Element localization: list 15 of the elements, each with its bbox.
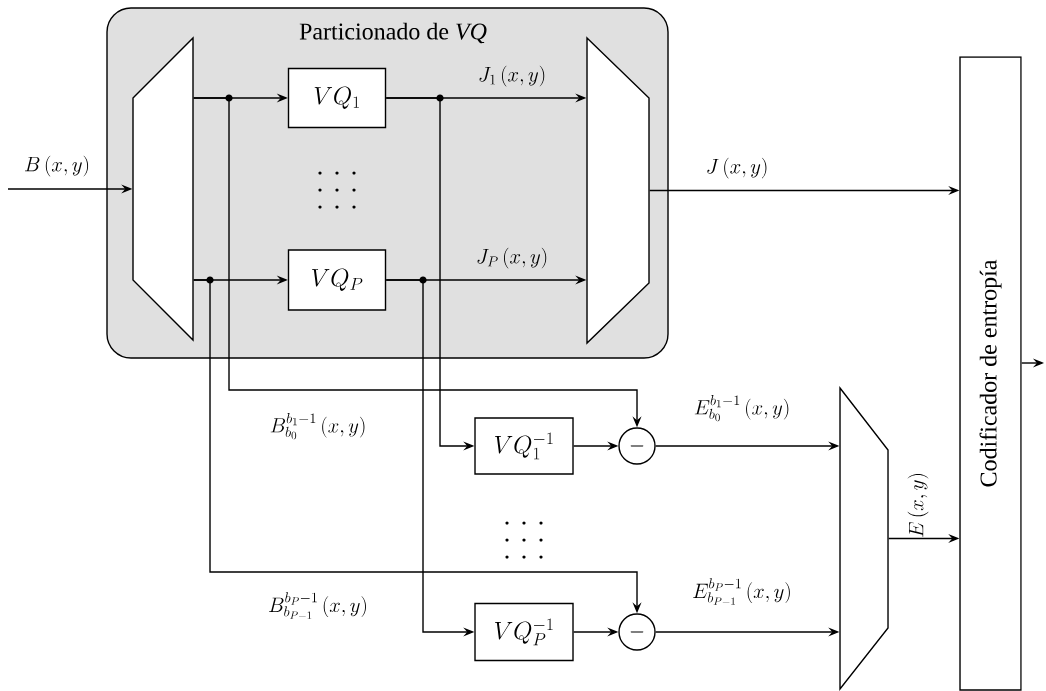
edge-label: $E_{b_{P-1}}^{b_P-1}\left(x,y\right)$ bbox=[693, 578, 790, 605]
dequantizer-box: $VQ_1^{-1}$ bbox=[474, 417, 574, 475]
edge-label: $B\left(x,y\right)$ bbox=[25, 155, 89, 177]
dequantizer-box: $VQ_P^{-1}$ bbox=[474, 602, 574, 662]
quantizer-box: $VQ_P$ bbox=[287, 249, 387, 311]
coder-box: Codificador de entropía bbox=[959, 56, 1022, 691]
edge-label: $E\left(x,y\right)$ bbox=[907, 474, 929, 537]
edge-label: $B_{b_{P-1}}^{b_P-1}\left(x,y\right)$ bbox=[269, 592, 366, 619]
edge-label: $J_P\left(x,y\right)$ bbox=[477, 247, 547, 269]
edge-label: $J\left(x,y\right)$ bbox=[707, 157, 767, 179]
quantizer-box: $VQ_1$ bbox=[287, 67, 387, 129]
edge-label: $B_{b_0}^{b_1-1}\left(x,y\right)$ bbox=[270, 413, 365, 440]
edge-label: $E_{b_0}^{b_1-1}\left(x,y\right)$ bbox=[694, 395, 789, 422]
edge-label: $J_1\left(x,y\right)$ bbox=[479, 65, 545, 87]
demultiplexer-shape bbox=[132, 36, 194, 342]
